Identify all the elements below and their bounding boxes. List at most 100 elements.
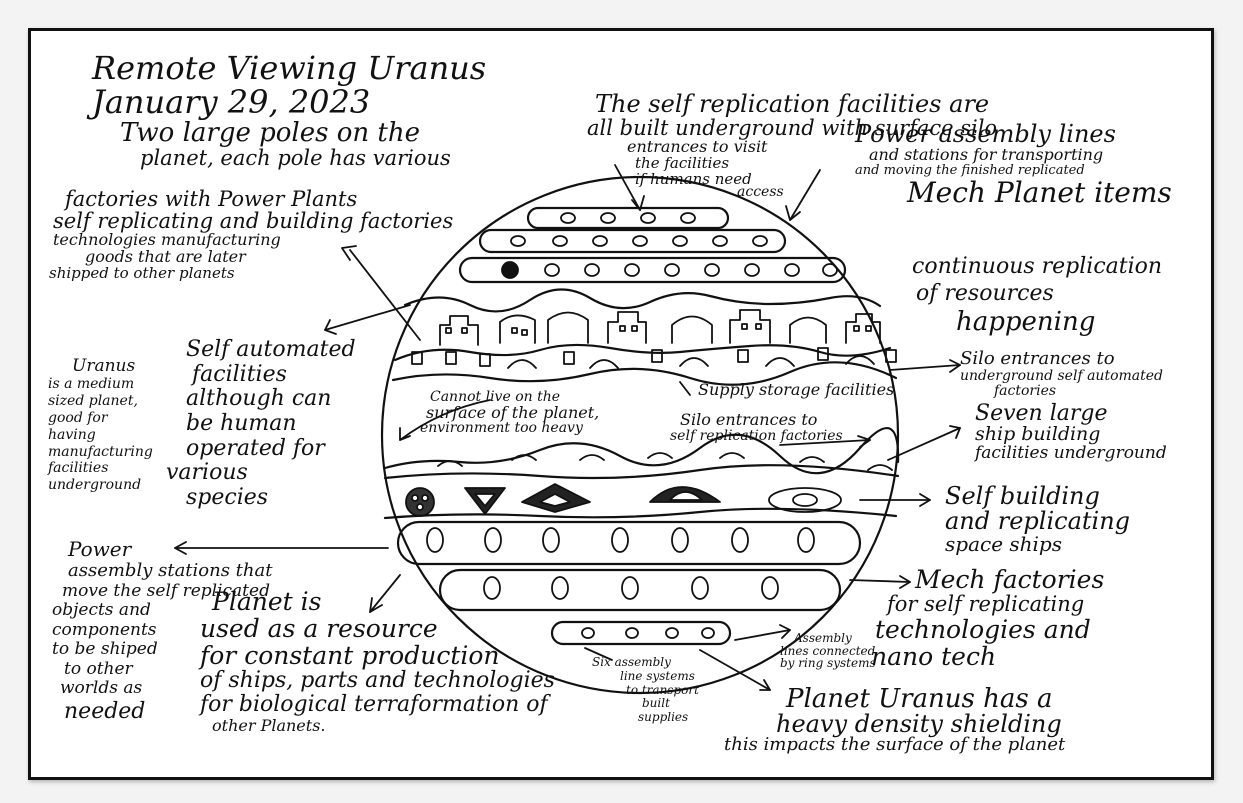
note-line: the facilities: [635, 154, 730, 173]
note-line: this impacts the surface of the planet: [724, 734, 1066, 755]
title-line: Remote Viewing Uranus: [92, 49, 487, 87]
note-line: Silo entrances to: [680, 410, 818, 429]
note-line: for constant production: [200, 641, 500, 670]
note-line: by ring systems: [780, 656, 876, 671]
note-continuous: continuous replication of resources happ…: [912, 255, 1162, 336]
note-line: Assembly: [794, 631, 852, 645]
note-uranus-medium: Uranus is a medium sized planet, good fo…: [48, 356, 153, 494]
note-line: other Planets.: [212, 715, 326, 735]
note-line: objects and: [52, 600, 151, 621]
note-line: species: [186, 484, 269, 510]
note-line: access: [737, 183, 784, 200]
note-line: shipped to other planets: [49, 263, 235, 282]
note-line: if humans need: [635, 169, 752, 188]
planet-outline: [380, 175, 900, 695]
ship-building-facilities: [405, 483, 842, 517]
note-line: surface of the planet,: [426, 402, 600, 422]
lower-pill-circles: [426, 527, 815, 639]
note-line: for biological terraformation of: [200, 691, 548, 717]
note-six-assembly: Six assembly line systems to transport b…: [592, 655, 699, 725]
note-line: components: [52, 619, 157, 640]
silo-base-line: [391, 361, 898, 386]
note-line: facilities underground: [975, 443, 1167, 464]
note-line: built: [642, 696, 670, 711]
note-silo-entrances: Silo entrances to underground self autom…: [960, 348, 1163, 398]
note-line: Six assembly: [592, 655, 671, 669]
note-line: nano tech: [871, 641, 997, 671]
note-line: heavy density shielding: [776, 710, 1062, 738]
upper-buildings-base: [393, 343, 892, 362]
note-line: space ships: [945, 532, 1062, 557]
note-mech-factories: Mech factories for self replicating tech…: [871, 566, 1104, 670]
note-line: although can: [186, 386, 332, 412]
note-line: Cannot live on the: [430, 389, 561, 405]
note-line: to other: [64, 658, 133, 679]
note-line: facilities: [48, 460, 109, 477]
sketch-paper: [28, 28, 1214, 780]
note-line: Power assembly lines: [855, 120, 1116, 148]
note-line: of ships, parts and technologies: [200, 668, 555, 693]
note-line: facilities: [192, 361, 287, 387]
note-self-building: Self building and replicating space ship…: [945, 483, 1131, 557]
note-line: operated for: [186, 435, 325, 461]
note-line: for self replicating: [887, 592, 1085, 616]
note-line: environment too heavy: [420, 420, 583, 437]
silo-entrances-row: [411, 347, 897, 369]
ship-band-bottom: [383, 507, 898, 520]
upper-surface-line: [403, 288, 882, 313]
note-line: various: [166, 460, 248, 486]
note-line: of resources: [916, 281, 1054, 307]
note-line: Self automated: [186, 337, 356, 362]
note-line: Supply storage facilities: [698, 380, 895, 399]
annotation-arrows: [174, 164, 961, 691]
note-line: underground: [48, 477, 142, 494]
note-line: planet, each pole has various: [140, 146, 451, 171]
note-silo-self-rep: Silo entrances to self replication facto…: [670, 410, 843, 443]
note-line: factories with Power Plants: [65, 187, 358, 211]
note-line: technologies and: [875, 614, 1091, 644]
note-line: and replicating: [945, 507, 1131, 536]
note-line: happening: [956, 307, 1096, 338]
sketch-title: Remote Viewing Uranus January 29, 2023: [92, 49, 487, 121]
upper-buildings: [439, 309, 881, 346]
note-line: needed: [64, 698, 146, 724]
note-line: assembly stations that: [68, 560, 273, 581]
note-line: manufacturing: [48, 443, 153, 460]
note-line: to be shiped: [52, 639, 158, 660]
note-self-automated: Self automated facilities although can b…: [166, 337, 356, 510]
note-assembly-ring: Assembly lines connected by ring systems: [780, 632, 876, 670]
note-line: Uranus: [72, 356, 136, 376]
note-line: self replication factories: [670, 427, 843, 444]
note-poles-2: factories with Power Plants self replica…: [49, 187, 453, 281]
lower-assembly-lines: [396, 520, 862, 646]
note-line: worlds as: [60, 678, 143, 699]
note-line: supplies: [638, 710, 689, 725]
note-line: used as a resource: [200, 614, 438, 643]
note-line: self replicating and building factories: [53, 209, 454, 234]
note-cannot-live: Cannot live on the surface of the planet…: [420, 389, 599, 436]
note-line: Silo entrances to: [960, 348, 1115, 369]
note-line: ship building: [975, 423, 1101, 446]
note-line: to transport: [626, 682, 699, 697]
note-heavy-density: Planet Uranus has a heavy density shield…: [724, 686, 1065, 754]
note-line: goods that are later: [85, 246, 246, 266]
note-line: line systems: [620, 668, 695, 683]
top-pill-circles: [501, 212, 838, 279]
note-line: continuous replication: [912, 254, 1163, 279]
note-line: Planet is: [212, 587, 322, 616]
note-line: Seven large: [975, 401, 1108, 426]
note-line: all built underground with surface silo: [587, 116, 998, 141]
note-line: technologies manufacturing: [53, 230, 281, 250]
note-line: is a medium: [48, 376, 135, 393]
note-power-assembly: Power assembly lines and stations for tr…: [855, 120, 1172, 209]
title-date: January 29, 2023: [92, 82, 371, 121]
note-line: underground self automated: [960, 367, 1163, 384]
note-line: and stations for transporting: [869, 145, 1104, 165]
lower-silo-domes: [437, 452, 893, 471]
note-planet-resource: Planet is used as a resource for constan…: [200, 588, 555, 734]
note-line: having: [48, 426, 96, 443]
note-line: Mech Planet items: [907, 175, 1172, 209]
note-poles: Two large poles on the planet, each pole…: [120, 119, 451, 171]
note-line: entrances to visit: [627, 137, 768, 157]
